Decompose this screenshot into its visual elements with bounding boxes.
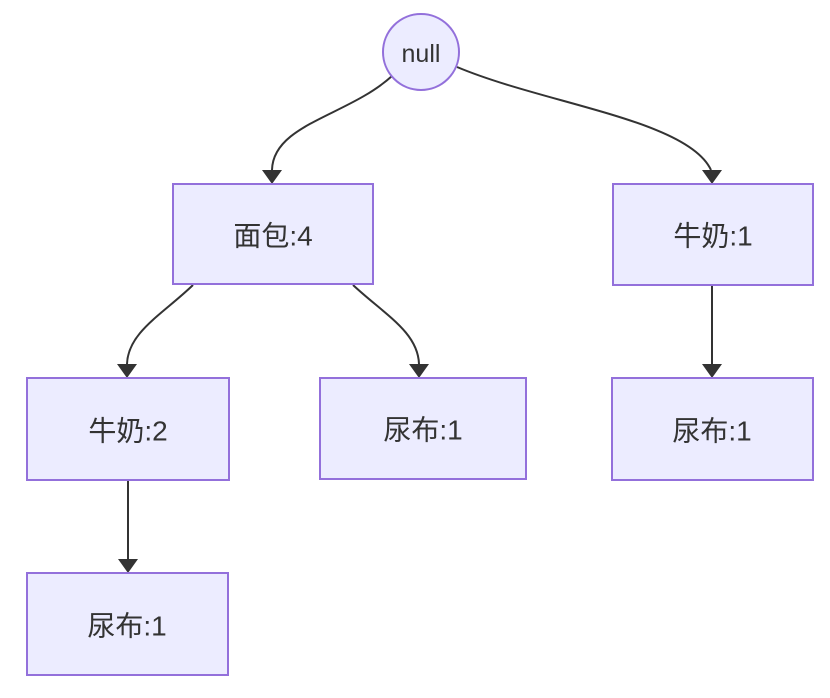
node-diaper-1-right: 尿布:1 bbox=[611, 377, 814, 481]
node-milk-1: 牛奶:1 bbox=[612, 183, 814, 286]
edge-bread4-to-milk2 bbox=[117, 284, 194, 378]
node-rect bbox=[612, 183, 814, 286]
node-root-null: null bbox=[382, 13, 460, 91]
edge-line bbox=[352, 284, 420, 365]
node-label: 尿布:1 bbox=[87, 611, 166, 642]
node-label: 尿布:1 bbox=[672, 416, 751, 447]
edge-line bbox=[126, 284, 194, 365]
node-diaper-1-bottom: 尿布:1 bbox=[26, 572, 229, 676]
edge-line bbox=[456, 66, 712, 171]
node-diaper-1-mid: 尿布:1 bbox=[319, 377, 527, 480]
node-rect bbox=[319, 377, 527, 480]
edge-null-to-milk1 bbox=[456, 66, 722, 184]
edge-line bbox=[271, 75, 393, 171]
node-label: 面包:4 bbox=[233, 221, 312, 252]
node-circle bbox=[382, 13, 460, 91]
node-bread-4: 面包:4 bbox=[172, 183, 374, 285]
edge-milk2-to-diaper1c bbox=[118, 481, 138, 573]
node-label: 尿布:1 bbox=[383, 415, 462, 446]
node-rect bbox=[611, 377, 814, 481]
edge-milk1-to-diaper1b bbox=[702, 286, 722, 378]
node-rect bbox=[26, 377, 230, 481]
node-label: 牛奶:1 bbox=[673, 221, 752, 252]
node-label: null bbox=[402, 40, 441, 68]
arrowhead-icon bbox=[118, 559, 138, 573]
arrowhead-icon bbox=[117, 364, 137, 378]
arrowhead-icon bbox=[262, 170, 282, 184]
node-milk-2: 牛奶:2 bbox=[26, 377, 230, 481]
node-label: 牛奶:2 bbox=[88, 416, 167, 447]
arrowhead-icon bbox=[409, 364, 429, 378]
node-rect bbox=[26, 572, 229, 676]
arrowhead-icon bbox=[702, 170, 722, 184]
edge-bread4-to-diaper1a bbox=[352, 284, 429, 378]
node-rect bbox=[172, 183, 374, 285]
edge-null-to-bread4 bbox=[262, 75, 393, 184]
arrowhead-icon bbox=[702, 364, 722, 378]
